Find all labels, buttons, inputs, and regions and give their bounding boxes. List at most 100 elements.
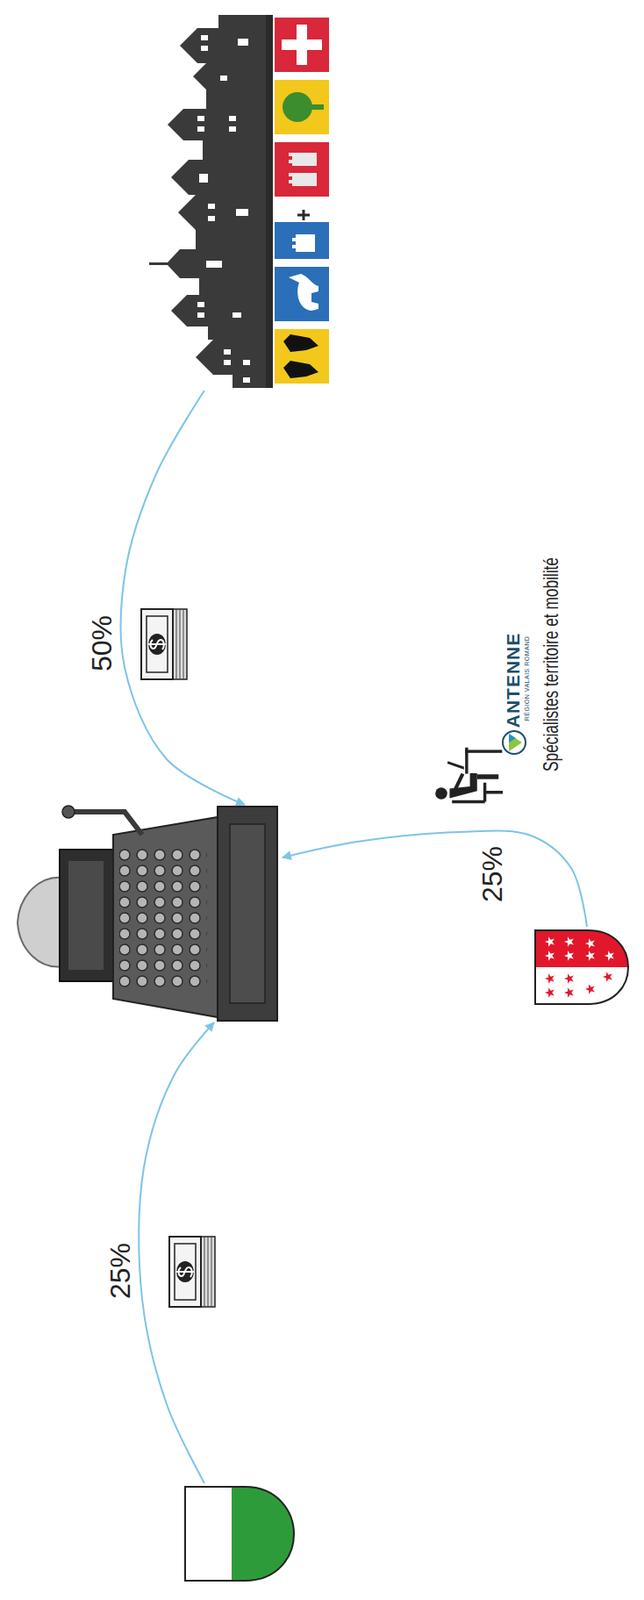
flag-band: [274, 204, 330, 222]
window: [228, 126, 237, 132]
bill-border: [174, 1243, 196, 1300]
register-window: [68, 860, 104, 970]
shield-star: [544, 950, 555, 960]
logo-ring: [502, 730, 526, 754]
municipal-flag: [274, 329, 330, 384]
shield-field: [183, 1483, 298, 1582]
register-crank-knob: [62, 805, 75, 818]
flag-tree-trunk: [307, 104, 324, 110]
laptop: [447, 760, 465, 770]
shield-field: [533, 926, 630, 1006]
window: [200, 35, 208, 41]
vaud-shield-node: [181, 1482, 298, 1584]
money-icon: [169, 1236, 215, 1307]
flag-field: [274, 142, 330, 197]
chair: [451, 782, 503, 802]
window: [197, 126, 205, 132]
window: [223, 349, 231, 355]
shield-outline: [535, 930, 629, 1004]
cash-register-illustration: [17, 805, 278, 1021]
bill-front: [169, 1236, 201, 1307]
house-skyline: [149, 14, 268, 388]
percentage-label: 25%: [478, 845, 507, 902]
shield-star: [602, 971, 613, 981]
municipal-flag: [274, 17, 330, 72]
shield-star: [564, 987, 574, 997]
municipalities-node: [144, 13, 334, 391]
town-silhouette: [149, 14, 330, 388]
bill-stack: [200, 1236, 215, 1307]
ground-line: [265, 14, 273, 388]
window: [207, 203, 215, 209]
person-head: [435, 787, 448, 800]
flag-field: [274, 204, 330, 259]
shield-red-half: [533, 926, 630, 967]
flag-eagle: [283, 334, 319, 352]
register-crank: [73, 811, 143, 835]
bill-front: [141, 608, 173, 680]
shield-white-half: [533, 966, 630, 1006]
window: [232, 312, 242, 318]
window: [223, 359, 231, 365]
logo-name: ANTENNE: [503, 632, 523, 729]
shield-star: [604, 950, 615, 960]
money-icon: [141, 608, 187, 680]
logo-peak: [508, 733, 516, 743]
bill-edges: [204, 1236, 212, 1307]
logo-mountain: [508, 733, 523, 752]
desk-leg: [465, 749, 502, 752]
specialists-caption: Spécialistes territoire et mobilité: [540, 557, 562, 772]
vaud-shield-illustration: [183, 1483, 298, 1582]
flow-arrow: [138, 1022, 215, 1483]
percentage-label: 25%: [106, 1242, 135, 1299]
flag-eagle: [283, 360, 319, 379]
flag-field: [274, 266, 330, 322]
person-leg: [477, 773, 499, 779]
window: [197, 115, 205, 122]
shield-star: [585, 937, 595, 948]
register-keys: [119, 846, 208, 989]
flow-arrow: [282, 830, 587, 927]
specialist-icon: [435, 747, 503, 802]
shield-star: [585, 983, 595, 994]
register-drawer: [229, 823, 265, 1003]
municipal-flag: [274, 204, 330, 259]
flag-tower: [288, 172, 317, 187]
flag-castle: [292, 234, 315, 252]
shield-star: [544, 936, 555, 946]
bill-medallion: [176, 1260, 194, 1282]
window: [200, 45, 208, 51]
shield-star: [585, 950, 595, 960]
flag-field: [274, 79, 330, 135]
flag-tower: [288, 152, 317, 166]
shield-star: [544, 987, 555, 997]
window: [243, 377, 251, 383]
valais-shield-node: [531, 926, 632, 1008]
shield-outline: [185, 1486, 294, 1581]
bill-medallion: [148, 633, 166, 655]
valais-shield-illustration: [533, 926, 630, 1006]
municipal-flag: [274, 266, 330, 322]
shield-white-half: [183, 1483, 232, 1582]
cash-register-node: [8, 804, 283, 1023]
dollar-symbol: [176, 1266, 194, 1277]
flag-cross: [296, 24, 308, 65]
window: [199, 173, 208, 183]
bill-border: [146, 615, 168, 673]
bill-stack: [172, 608, 187, 680]
window: [243, 359, 251, 365]
percentage-label: 50%: [87, 615, 116, 672]
house-windows: [197, 35, 251, 383]
person-body: [449, 772, 477, 799]
window: [236, 208, 249, 216]
window: [197, 312, 205, 318]
flag-field: [274, 17, 330, 72]
bill-edges: [176, 608, 184, 680]
logo-subtitle: RÉGION VALAIS ROMAND: [523, 636, 530, 722]
shield-star: [564, 973, 574, 983]
flag-cross: [297, 209, 310, 221]
window: [207, 215, 215, 222]
